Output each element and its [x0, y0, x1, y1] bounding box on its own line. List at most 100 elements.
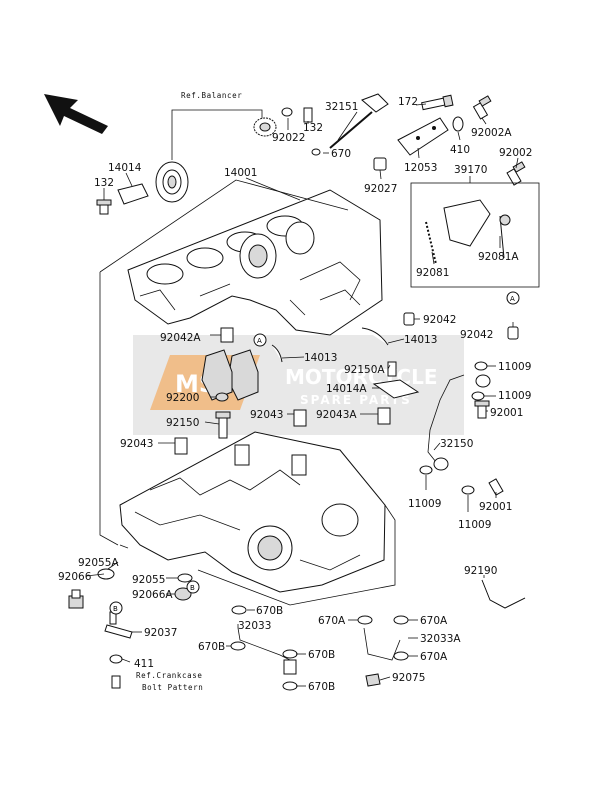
label-32150: 32150: [440, 438, 473, 450]
fitting-92075-part: [365, 673, 381, 687]
label-670A-c: 670A: [420, 651, 448, 663]
washer-410-part: [452, 116, 464, 132]
label-92001-a: 92001: [490, 407, 523, 419]
label-92042-a: 92042: [423, 314, 456, 326]
marker-b-center-text: B: [190, 584, 195, 592]
label-172: 172: [398, 96, 418, 108]
label-92150A: 92150A: [344, 364, 385, 376]
ref-crankcase-label-line2: Bolt Pattern: [142, 683, 203, 692]
banjo-11009-parts: [419, 361, 491, 495]
marker-b-left-text: B: [113, 605, 118, 613]
shaft-32151-part: [329, 93, 389, 149]
oil-pipe-32033A-part: [357, 615, 409, 661]
label-11009-b: 11009: [498, 390, 531, 402]
label-670-top: 670: [331, 148, 351, 160]
label-132-left: 132: [94, 177, 114, 189]
label-32151: 32151: [325, 101, 358, 113]
marker-a-upper: A: [253, 333, 267, 347]
label-92002: 92002: [499, 147, 532, 159]
oil-pipe-32033-part: [230, 605, 298, 691]
bracket-14014A-part: [372, 361, 420, 399]
dowel-pin-parts: [174, 312, 519, 455]
label-39170: 39170: [454, 164, 487, 176]
label-92075: 92075: [392, 672, 425, 684]
bolt-172-part: [421, 94, 454, 111]
label-670B-d: 670B: [308, 681, 335, 693]
label-92042-b: 92042: [460, 329, 493, 341]
bearing-part: [155, 161, 189, 203]
bolt-132-top-part: [303, 107, 313, 123]
label-32033A: 32033A: [420, 633, 461, 645]
label-92002A: 92002A: [471, 127, 512, 139]
hose-92190-part: [481, 579, 526, 609]
washer-92200-part: [215, 392, 229, 402]
label-92081A: 92081A: [478, 251, 519, 263]
label-92022: 92022: [272, 132, 305, 144]
marker-a-right-text: A: [510, 295, 515, 303]
label-11009-d: 11009: [458, 519, 491, 531]
label-92081: 92081: [416, 267, 449, 279]
watermark-brand-line1: MOTORCYCLE: [285, 365, 437, 389]
label-92150: 92150: [166, 417, 199, 429]
oring-92055A-part: [97, 568, 115, 580]
watermark-brand-line2: SPARE PARTS: [300, 393, 412, 407]
marker-a-right: A: [506, 291, 520, 305]
bolt-ref-crankcase-part: [111, 675, 121, 689]
breather-inset-box: [410, 182, 540, 288]
label-410: 410: [450, 144, 470, 156]
bolt-92002A-part: [472, 95, 492, 120]
bolt-92002-part: [506, 161, 526, 186]
leader-lines: [85, 103, 519, 687]
label-14013-a: 14013: [304, 352, 337, 364]
label-11009-c: 11009: [408, 498, 441, 510]
label-12053: 12053: [404, 162, 437, 174]
assembly-outline: [99, 179, 396, 606]
label-92037: 92037: [144, 627, 177, 639]
label-92200: 92200: [166, 392, 199, 404]
ref-crankcase-callout: Ref.Crankcase Bolt Pattern: [136, 671, 203, 692]
front-direction-arrow: [44, 94, 108, 134]
ref-balancer-callout: Ref.Balancer: [171, 91, 263, 160]
label-92043A: 92043A: [316, 409, 357, 421]
label-92190: 92190: [464, 565, 497, 577]
upper-crankcase-part: [127, 189, 383, 336]
label-14013-b: 14013: [404, 334, 437, 346]
bracket-92037-part: [104, 611, 133, 639]
part-labels: 32151 172 92022 132 670 410 92002A 12053…: [58, 96, 532, 693]
ref-crankcase-label-line1: Ref.Crankcase: [136, 671, 203, 680]
label-92027: 92027: [364, 183, 397, 195]
breather-cover-12053-part: [397, 117, 449, 156]
oring-92055-part: [177, 573, 193, 583]
lower-crankcase-part: [119, 431, 386, 593]
washer-411-part: [109, 654, 123, 664]
label-132-top: 132: [303, 122, 323, 134]
label-92066A: 92066A: [132, 589, 173, 601]
ref-balancer-label: Ref.Balancer: [181, 91, 242, 100]
marker-b-left: B: [109, 601, 123, 615]
drain-plug-92066-part: [68, 589, 84, 609]
plate-14014-part: [117, 183, 149, 205]
bolt-132-left-part: [96, 199, 112, 215]
label-92066: 92066: [58, 571, 92, 583]
balancer-gear-part: [253, 117, 277, 137]
washer-92022-part: [281, 107, 293, 117]
label-92042A: 92042A: [160, 332, 201, 344]
label-32033: 32033: [238, 620, 271, 632]
collar-92027-part: [373, 157, 387, 171]
marker-b-center: B: [186, 580, 200, 594]
bolt-92001-parts: [474, 400, 504, 496]
label-670B-a: 670B: [256, 605, 283, 617]
label-11009-a: 11009: [498, 361, 531, 373]
label-92043-a: 92043: [250, 409, 283, 421]
bearing-cap-part: [201, 349, 259, 401]
label-92055A: 92055A: [78, 557, 119, 569]
oring-670-part: [311, 148, 321, 156]
label-14014: 14014: [108, 162, 142, 174]
label-670A-b: 670A: [420, 615, 448, 627]
marker-a-upper-text: A: [257, 337, 262, 345]
label-411: 411: [134, 658, 154, 670]
label-92055: 92055: [132, 574, 165, 586]
label-92001-b: 92001: [479, 501, 512, 513]
label-670B-b: 670B: [198, 641, 225, 653]
